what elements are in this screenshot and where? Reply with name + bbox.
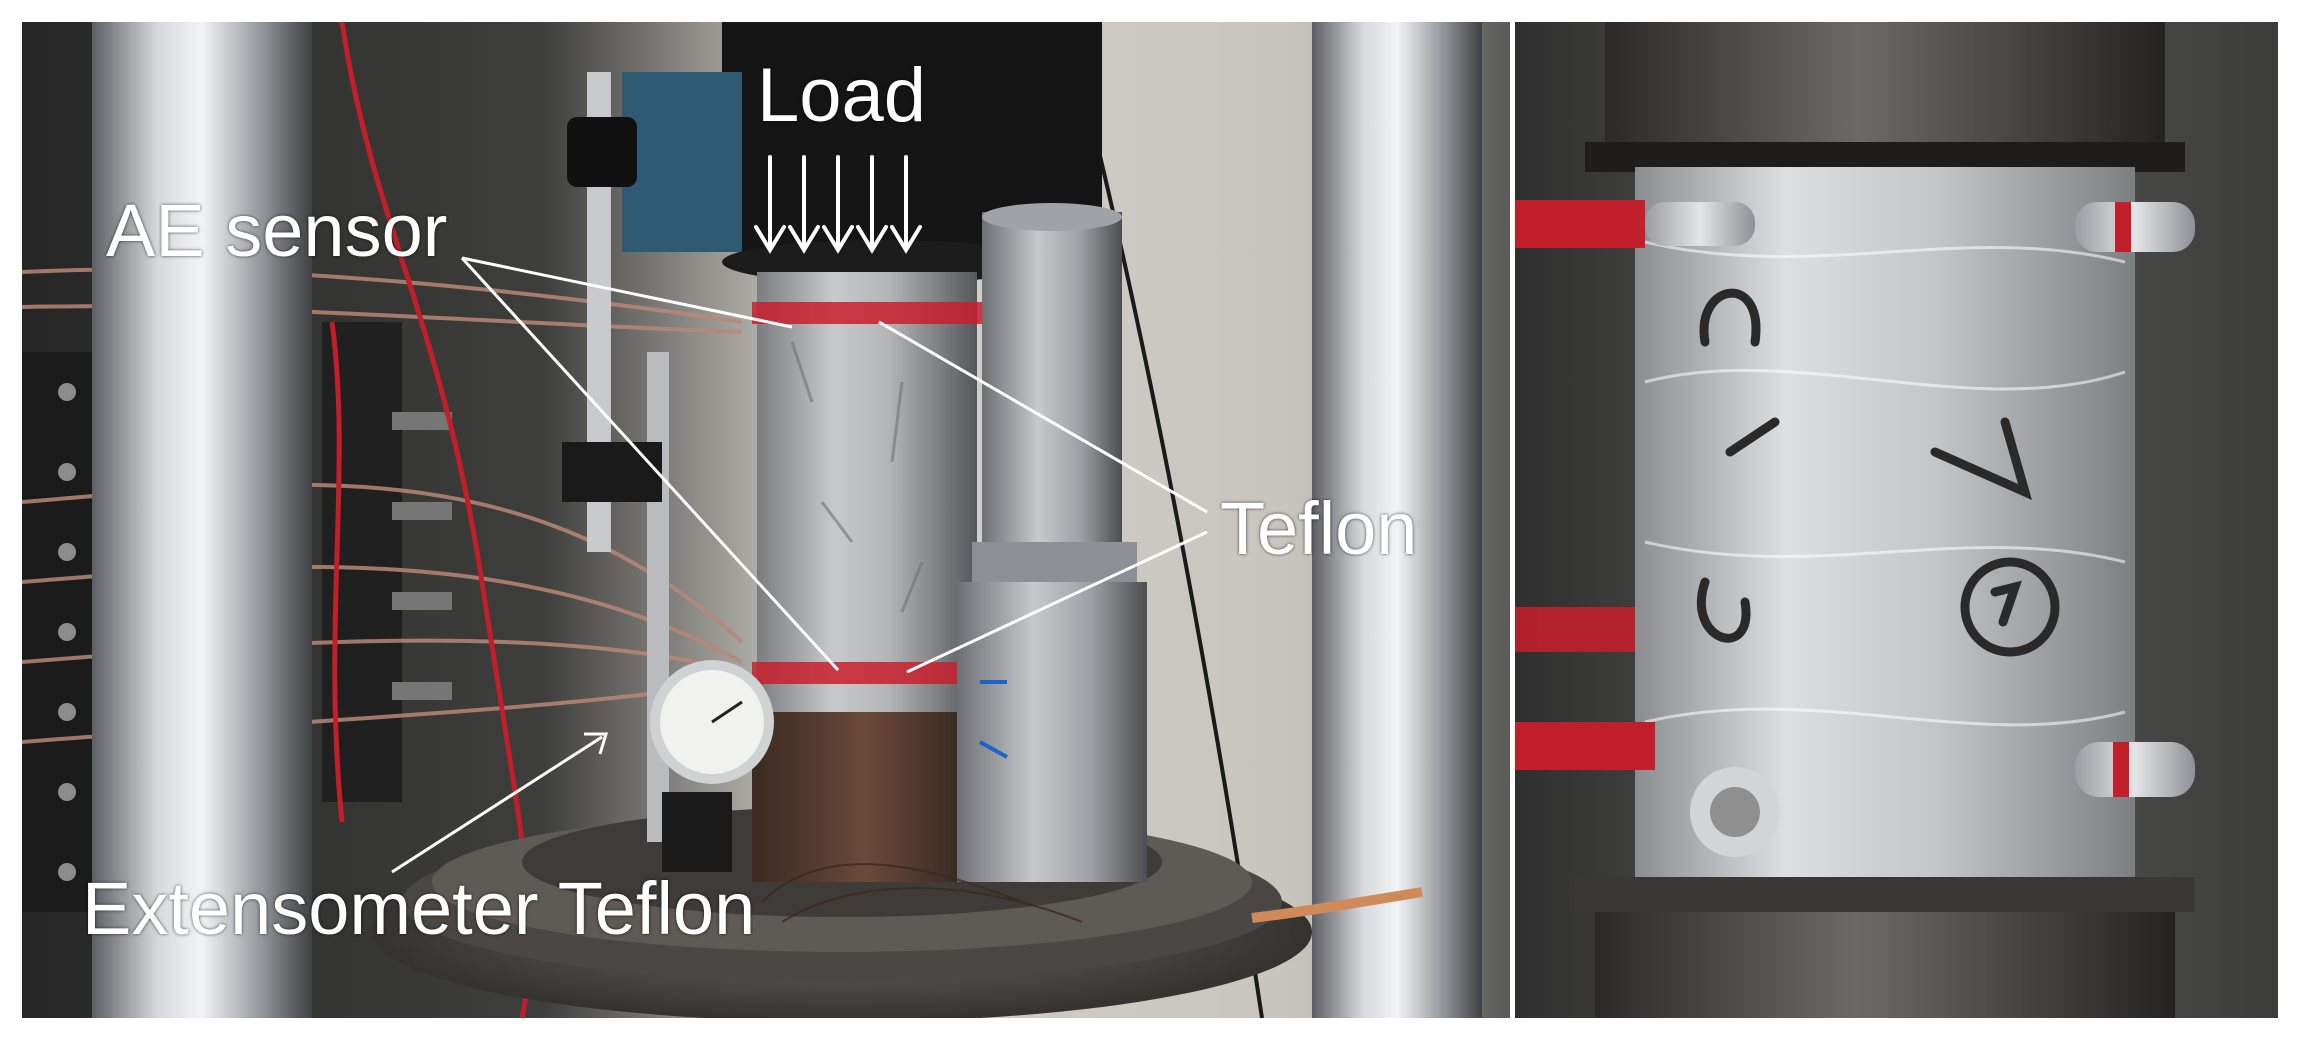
extensometer-teflon-label: Extensometer Teflon	[82, 867, 756, 950]
left-photo-scene	[22, 22, 1510, 1018]
right-photo-panel	[1515, 22, 2278, 1018]
right-photo-scene	[1515, 22, 2278, 1018]
annotation-lines	[391, 256, 1208, 874]
ae-sensor-label: AE sensor	[106, 189, 448, 272]
load-arrows-icon	[754, 155, 922, 254]
left-photo-panel: Load AE sensor Teflon Extensometer Teflo…	[22, 22, 1510, 1018]
load-label: Load	[757, 53, 927, 138]
extensometer-arrow-icon	[584, 732, 609, 755]
teflon-label: Teflon	[1220, 487, 1418, 570]
